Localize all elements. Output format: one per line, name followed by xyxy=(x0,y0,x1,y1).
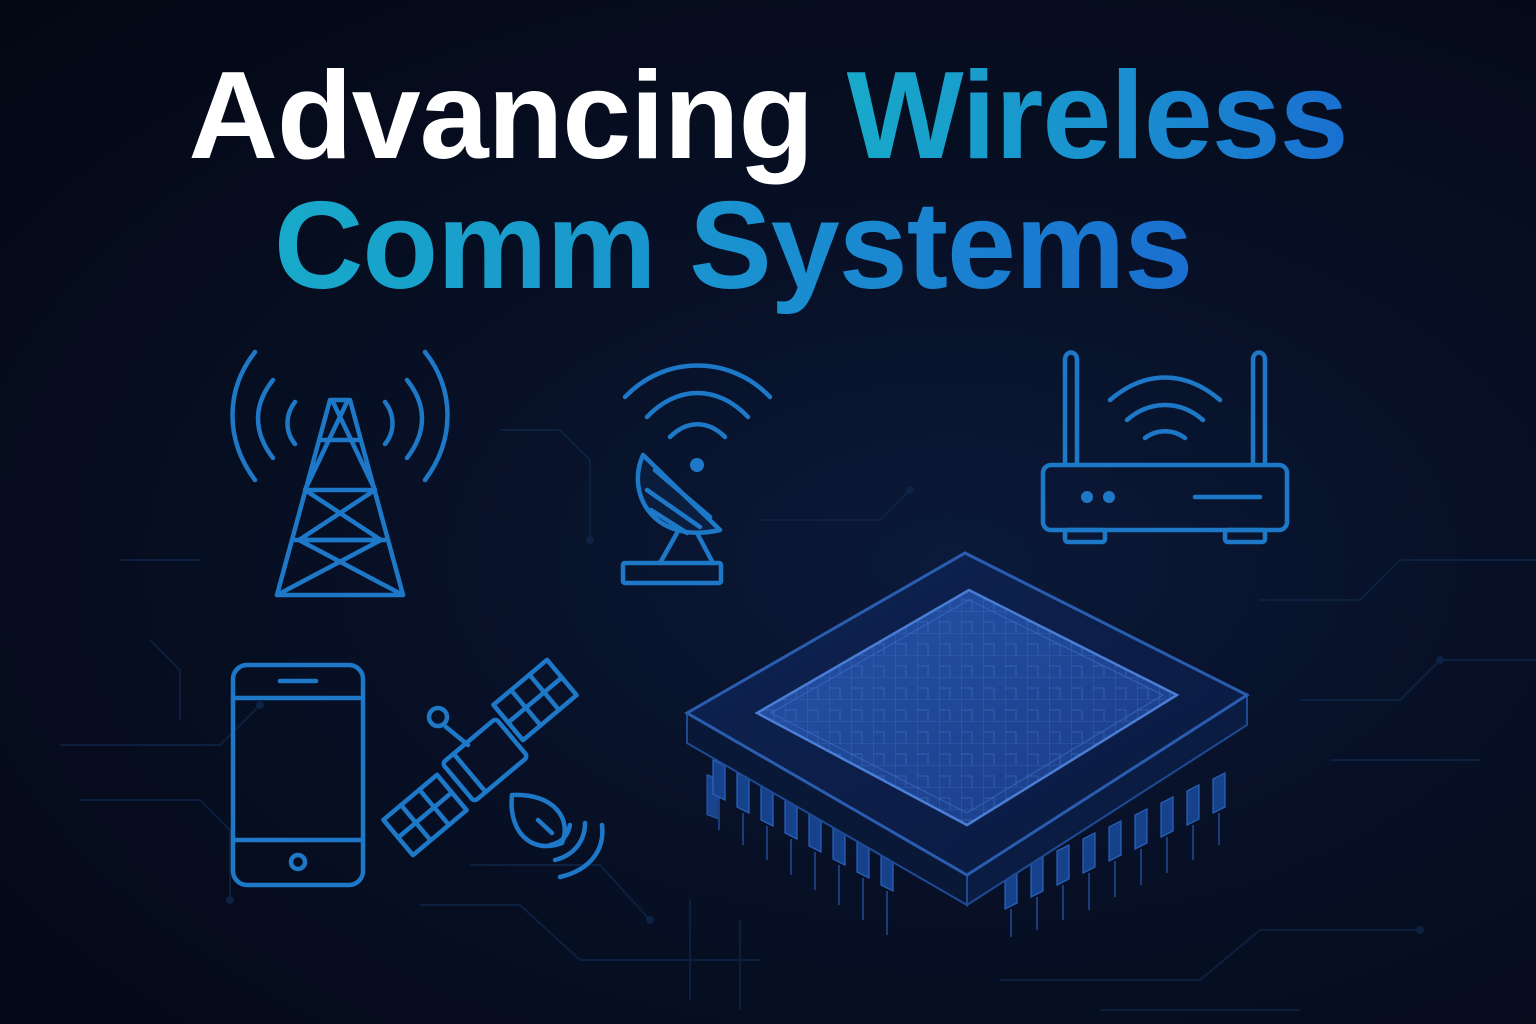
title-line-1: Advancing Wireless xyxy=(0,54,1536,178)
smartphone-icon xyxy=(228,660,368,890)
title-word-advancing: Advancing xyxy=(188,47,814,185)
wifi-router-icon xyxy=(1035,345,1295,550)
title-word-wireless: Wireless xyxy=(846,47,1349,185)
cell-tower-icon xyxy=(215,340,465,605)
satellite-icon xyxy=(380,655,615,890)
microchip-icon xyxy=(675,545,1260,940)
satellite-dish-icon xyxy=(615,355,780,590)
title-line-2: Comm Systems xyxy=(0,184,1536,308)
title-word-comm-systems: Comm Systems xyxy=(273,177,1193,315)
